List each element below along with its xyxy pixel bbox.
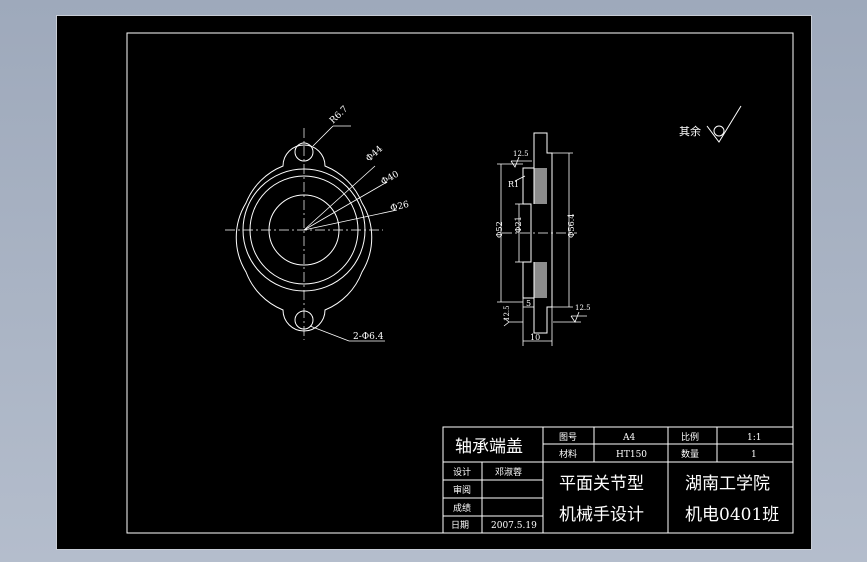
material-label: 材料 — [559, 448, 577, 460]
drawing-no-label: 图号 — [559, 432, 577, 443]
scale-label: 比例 — [681, 431, 699, 443]
dimension-leaders — [303, 125, 398, 342]
review-label: 审阅 — [453, 484, 471, 496]
roughness-right: 12.5 — [575, 304, 591, 312]
dim-holes: 2-Φ6.4 — [353, 332, 384, 342]
roughness-note — [706, 105, 742, 143]
designer: 邓淑蓉 — [495, 466, 522, 478]
dim-10: 10 — [530, 333, 540, 342]
section-view — [497, 132, 587, 346]
date-value: 2007.5.19 — [491, 521, 537, 531]
flange-outline — [235, 144, 373, 332]
roughness-label: 其余 — [679, 124, 701, 138]
drawing-sheet: R6.7 Φ44 Φ40 Φ26 2-Φ6.4 — [56, 15, 812, 550]
dim-d3: Φ26 — [389, 200, 410, 214]
project-line1: 平面关节型 — [559, 474, 644, 494]
dim-ear-radius: R6.7 — [328, 104, 350, 126]
scale-value: 1:1 — [747, 433, 761, 443]
dim-d1: Φ44 — [364, 144, 385, 164]
title-block — [442, 426, 794, 534]
dim-phi52: Φ52 — [495, 221, 504, 238]
front-view-labels: R6.7 Φ44 Φ40 Φ26 2-Φ6.4 — [328, 104, 410, 342]
roughness-top: 12.5 — [513, 150, 529, 158]
quantity-label: 数量 — [681, 448, 699, 460]
part-name: 轴承端盖 — [455, 437, 523, 457]
title-block-text: 轴承端盖 图号 A4 材料 HT150 比例 1:1 数量 1 设计 邓淑蓉 审… — [451, 431, 779, 531]
grade-label: 成绩 — [453, 502, 471, 514]
front-view — [225, 125, 398, 342]
hatch-bottom — [534, 262, 547, 298]
dim-d2: Φ40 — [380, 169, 402, 187]
roughness-left: 12.5 — [503, 305, 511, 321]
school-line1: 湖南工学院 — [685, 474, 770, 494]
design-label: 设计 — [453, 466, 471, 478]
dim-r1: R1 — [508, 180, 519, 189]
dim-phi56: Φ56.4 — [567, 214, 576, 238]
section-view-labels: 12.5 12.5 12.5 R1 Φ52 Φ21 Φ56.4 5 10 — [495, 150, 591, 342]
material-value: HT150 — [616, 450, 647, 460]
dim-phi21: Φ21 — [514, 216, 523, 233]
section-dimensions — [497, 152, 587, 346]
quantity-value: 1 — [751, 450, 757, 460]
drawing-no-value: A4 — [622, 433, 635, 443]
center-lines — [225, 128, 383, 340]
school-line2: 机电0401班 — [685, 505, 779, 525]
hatch-top — [534, 168, 547, 204]
date-label: 日期 — [451, 520, 469, 531]
dim-5: 5 — [526, 299, 531, 308]
project-line2: 机械手设计 — [559, 505, 644, 525]
cad-drawing: R6.7 Φ44 Φ40 Φ26 2-Φ6.4 — [126, 32, 794, 534]
